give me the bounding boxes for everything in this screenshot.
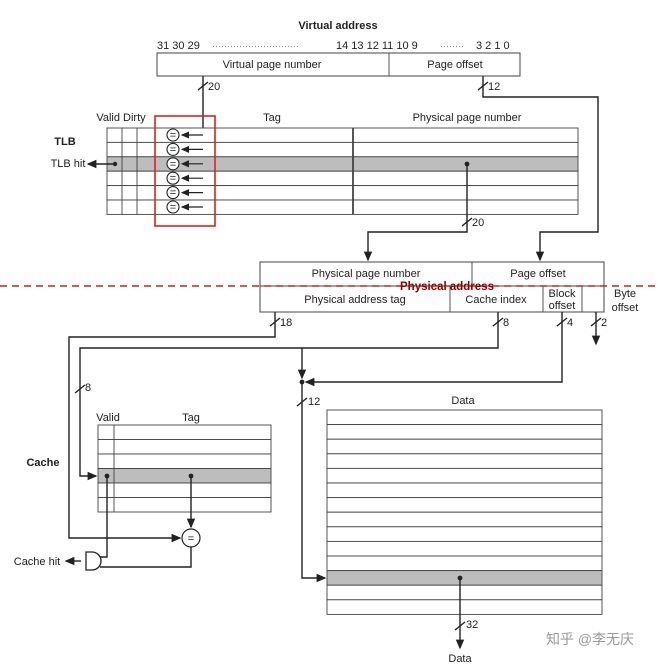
table-row	[326, 511, 603, 528]
comparator-symbol: =	[170, 144, 176, 156]
data-output-width: 32	[466, 619, 478, 631]
virtual-address-box	[156, 52, 521, 77]
comparator-symbol: =	[170, 187, 176, 199]
table-row	[97, 453, 272, 469]
table-row	[326, 438, 603, 455]
bits-right: 3 2 1 0	[476, 40, 510, 52]
byte-offset-width: 2	[601, 317, 607, 329]
tlb-tag-header: Tag	[263, 112, 281, 124]
tlb-comparator	[166, 128, 180, 142]
pa-index-field: Cache index	[465, 294, 527, 306]
bits-dots: ········	[440, 41, 464, 51]
pa-offset-field: Page offset	[510, 268, 565, 280]
table-row	[97, 468, 272, 484]
data-array-label: Data	[451, 395, 475, 407]
comparator-symbol: =	[170, 202, 176, 214]
pa-ppn-field: Physical page number	[312, 268, 421, 280]
pa-block-offset-line1: Block	[549, 288, 576, 300]
byte-offset-line1: Byte	[614, 288, 636, 300]
table-row	[326, 497, 603, 513]
pa-tag-field: Physical address tag	[304, 294, 406, 306]
cache-tag-header: Tag	[182, 412, 200, 424]
offset-width: 12	[488, 81, 500, 93]
virtual-address-title: Virtual address	[298, 20, 377, 32]
page-offset-field: Page offset	[427, 59, 482, 71]
comparator-symbol: =	[188, 533, 194, 545]
data-addr-width: 12	[308, 396, 320, 408]
table-row	[326, 570, 603, 586]
tag-width: 18	[280, 317, 292, 329]
pa-block-offset-line2: offset	[549, 300, 576, 312]
cache-valid-header: Valid	[96, 412, 120, 424]
tlb-comparator	[166, 157, 180, 171]
table-row	[326, 467, 603, 484]
table-row	[97, 482, 272, 498]
comparator-symbol: =	[170, 158, 176, 170]
bits-left: 31 30 29	[157, 40, 200, 52]
comparator-highlight-box	[154, 115, 216, 227]
table-row	[326, 482, 603, 499]
table-row	[326, 453, 603, 469]
vpn-width: 20	[208, 81, 220, 93]
bit-numbers: 31 30 29 ····························· 1…	[157, 40, 510, 52]
comparator-symbol: =	[170, 173, 176, 185]
tlb-comparator	[166, 171, 180, 185]
table-row	[326, 584, 603, 601]
tlb-comparator	[166, 186, 180, 200]
table-row	[326, 540, 603, 557]
tlb-label: TLB	[54, 136, 75, 148]
table-row	[97, 424, 272, 440]
ppn-width: 20	[472, 217, 484, 229]
bits-dots: ·····························	[212, 41, 299, 51]
block-offset-width: 4	[567, 317, 573, 329]
physical-address-box	[259, 261, 605, 313]
cache-label: Cache	[26, 457, 59, 469]
table-row	[326, 555, 603, 572]
data-output-label: Data	[448, 653, 472, 665]
table-row	[326, 526, 603, 542]
virtual-page-number-field: Virtual page number	[223, 59, 322, 71]
table-row	[106, 199, 579, 215]
tlb-valid-dirty-header: Valid Dirty	[96, 112, 146, 124]
tlb-comparator	[166, 200, 180, 214]
tlb-table	[106, 127, 579, 215]
tlb-comparator	[166, 142, 180, 156]
tlb-comparators: = = = = = =	[166, 128, 203, 214]
tlb-hit-label: TLB hit	[51, 158, 86, 170]
table-row	[97, 497, 272, 513]
cache-table	[97, 424, 272, 513]
tlb-ppn-header: Physical page number	[413, 112, 522, 124]
cache-index-width: 8	[85, 382, 91, 394]
comparator-symbol: =	[170, 130, 176, 142]
data-array	[326, 409, 603, 615]
watermark: 知乎 @李无庆	[546, 631, 634, 647]
index-width: 8	[503, 317, 509, 329]
table-row	[326, 599, 603, 615]
table-row	[326, 424, 603, 440]
and-gate	[85, 551, 102, 571]
table-row	[97, 439, 272, 455]
bits-mid: 14 13 12 11 10 9	[336, 40, 418, 52]
cache-hit-label: Cache hit	[14, 556, 60, 568]
byte-offset-line2: offset	[612, 302, 639, 314]
physical-address-title: Physical address	[400, 281, 494, 293]
table-row	[326, 409, 603, 426]
